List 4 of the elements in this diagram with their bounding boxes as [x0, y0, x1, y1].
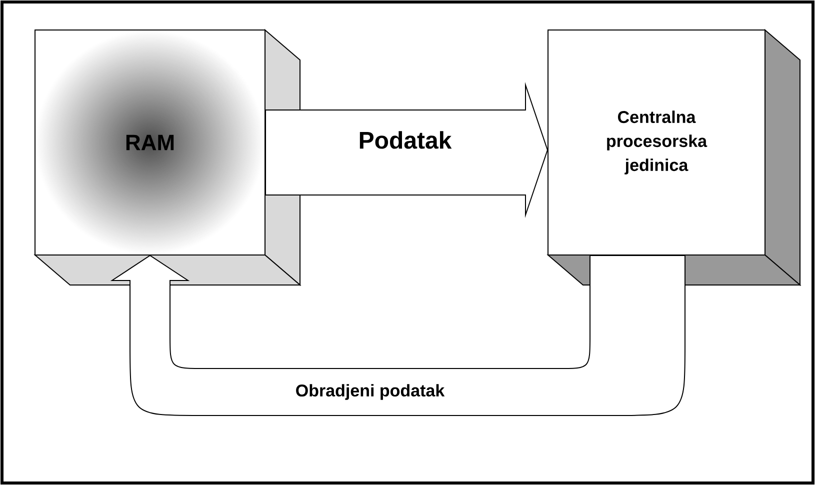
edge-label: Podatak [357, 130, 453, 150]
edge-label: Obradjeni podatak [294, 383, 446, 401]
block-arrow [265, 82, 548, 218]
block-arrow [112, 255, 686, 416]
